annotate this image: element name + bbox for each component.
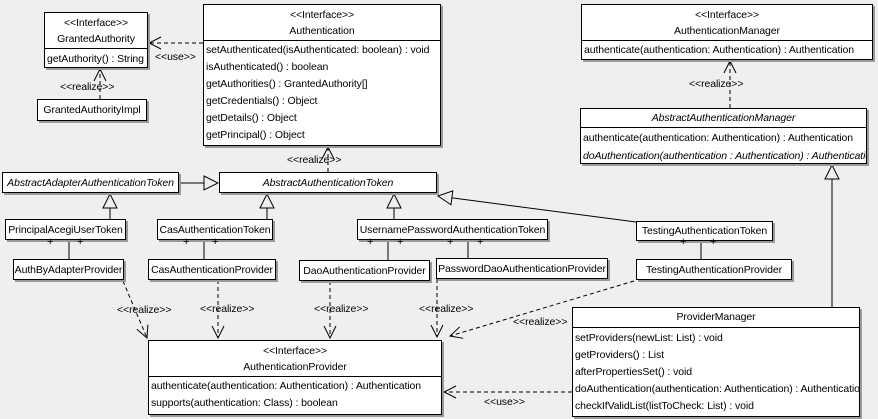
use-label: <<use>> (155, 51, 196, 63)
class-name: AbstractAuthenticationManager (651, 112, 796, 124)
class-header: AbstractAuthenticationManager (581, 109, 866, 128)
class-header: <<Interface>> Authentication (204, 5, 440, 41)
edge-gen-testingtoken-to-abstracttoken (438, 196, 637, 223)
realize-label: <<realize>> (60, 81, 115, 93)
method: getAuthority() : String (47, 53, 144, 65)
class-name: TestingAuthenticationProvider (645, 263, 782, 276)
methods-compartment: setAuthenticated(isAuthenticated: boolea… (204, 41, 440, 144)
method: getProviders() : List (575, 349, 664, 361)
class-name: AuthByAdapterProvider (14, 263, 123, 276)
class-name: CasAuthenticationProvider (151, 263, 273, 276)
stereotype-label: <<Interface>> (289, 9, 355, 21)
class-name: AbstractAuthenticationToken (262, 176, 394, 189)
class-name: AbstractAdapterAuthenticationToken (7, 176, 174, 189)
class-abstract-authentication-token: AbstractAuthenticationToken (219, 172, 437, 193)
multiplicity-label: + (477, 236, 484, 248)
realize-label: <<realize>> (117, 304, 172, 316)
stereotype-label: <<Interface>> (262, 345, 328, 357)
class-name: DaoAuthenticationProvider (303, 264, 426, 277)
class-abstract-authentication-manager: AbstractAuthenticationManager authentica… (580, 108, 867, 164)
multiplicity-label: + (367, 236, 374, 248)
class-granted-authority-impl: GrantedAuthorityImpl (37, 99, 147, 121)
realize-label: <<realize>> (287, 154, 342, 166)
method: getDetails() : Object (206, 112, 297, 124)
methods-compartment: authenticate(authentication: Authenticat… (149, 377, 441, 412)
class-cas-authentication-token: CasAuthenticationToken (157, 219, 273, 240)
class-authentication: <<Interface>> Authentication setAuthenti… (203, 4, 441, 146)
class-password-dao-authentication-provider: PasswordDaoAuthenticationProvider (436, 258, 608, 279)
multiplicity-label: + (397, 236, 404, 248)
class-username-password-authentication-token: UsernamePasswordAuthenticationToken (357, 219, 548, 240)
multiplicity-label: + (710, 236, 717, 248)
class-authentication-manager: <<Interface>> AuthenticationManager auth… (581, 4, 873, 60)
class-name: GrantedAuthorityImpl (43, 104, 141, 116)
methods-compartment: setProviders(newList: List) : void getPr… (573, 328, 859, 415)
realize-label: <<realize>> (314, 303, 369, 315)
class-dao-authentication-provider: DaoAuthenticationProvider (299, 260, 430, 281)
class-name: AuthenticationManager (674, 25, 780, 37)
multiplicity-label: + (680, 236, 687, 248)
class-authentication-provider: <<Interface>> AuthenticationProvider aut… (148, 340, 442, 415)
method: getCredentials() : Object (206, 95, 318, 107)
method: authenticate(authentication: Authenticat… (583, 132, 854, 144)
class-cas-authentication-provider: CasAuthenticationProvider (148, 259, 276, 280)
method: checkIfValidList(listToCheck: List) : vo… (575, 400, 754, 412)
multiplicity-label: + (47, 236, 54, 248)
class-testing-authentication-provider: TestingAuthenticationProvider (636, 259, 792, 280)
multiplicity-label: + (447, 236, 454, 248)
class-header: <<Interface>> AuthenticationProvider (149, 341, 441, 377)
method: setAuthenticated(isAuthenticated: boolea… (206, 44, 430, 56)
method: getAuthorities() : GrantedAuthority[] (206, 78, 368, 90)
method: doAuthentication(authentication : Authen… (583, 150, 866, 162)
class-principal-acegi-user-token: PrincipalAcegiUserToken (5, 219, 126, 240)
class-name: ProviderManager (676, 311, 756, 323)
method: isAuthenticated() : boolean (206, 61, 329, 73)
class-name: AuthenticationProvider (243, 361, 347, 373)
method: authenticate(authentication: Authenticat… (584, 44, 855, 56)
methods-compartment: authenticate(authentication: Authenticat… (582, 41, 872, 59)
method: setProviders(newList: List) : void (575, 332, 723, 344)
methods-compartment: authenticate(authentication: Authenticat… (581, 128, 866, 163)
class-header: <<Interface>> GrantedAuthority (45, 13, 147, 49)
realize-label: <<realize>> (419, 303, 474, 315)
realize-label: <<realize>> (200, 303, 255, 315)
class-name: TestingAuthenticationToken (641, 225, 768, 237)
edge-realize-authbyadapter-provider (122, 280, 147, 338)
class-name: Authentication (289, 25, 355, 37)
stereotype-label: <<Interface>> (694, 9, 760, 21)
method: doAuthentication(authentication: Authent… (575, 383, 859, 395)
multiplicity-label: + (77, 236, 84, 248)
class-testing-authentication-token: TestingAuthenticationToken (636, 221, 773, 241)
class-name: CasAuthenticationToken (159, 223, 271, 236)
use-label: <<use>> (484, 396, 525, 408)
class-header: <<Interface>> AuthenticationManager (582, 5, 872, 41)
class-abstract-adapter-authentication-token: AbstractAdapterAuthenticationToken (2, 172, 179, 193)
method: authenticate(authentication: Authenticat… (151, 380, 422, 392)
stereotype-label: <<Interface>> (63, 17, 129, 29)
multiplicity-label: + (212, 236, 219, 248)
class-name: PasswordDaoAuthenticationProvider (438, 262, 606, 275)
multiplicity-label: + (183, 236, 190, 248)
method: supports(authentication: Class) : boolea… (151, 397, 338, 409)
realize-label: <<realize>> (513, 316, 568, 328)
class-granted-authority: <<Interface>> GrantedAuthority getAuthor… (44, 12, 148, 68)
class-name: UsernamePasswordAuthenticationToken (359, 223, 546, 236)
method: afterPropertiesSet() : void (575, 366, 692, 378)
realize-label: <<realize>> (689, 78, 744, 90)
method: getPrincipal() : Object (206, 129, 305, 141)
class-name: PrincipalAcegiUserToken (8, 223, 123, 236)
class-provider-manager: ProviderManager setProviders(newList: Li… (572, 307, 860, 417)
class-name: GrantedAuthority (57, 33, 135, 45)
class-header: ProviderManager (573, 308, 859, 328)
methods-compartment: getAuthority() : String (45, 49, 147, 67)
class-auth-by-adapter-provider: AuthByAdapterProvider (13, 259, 124, 280)
